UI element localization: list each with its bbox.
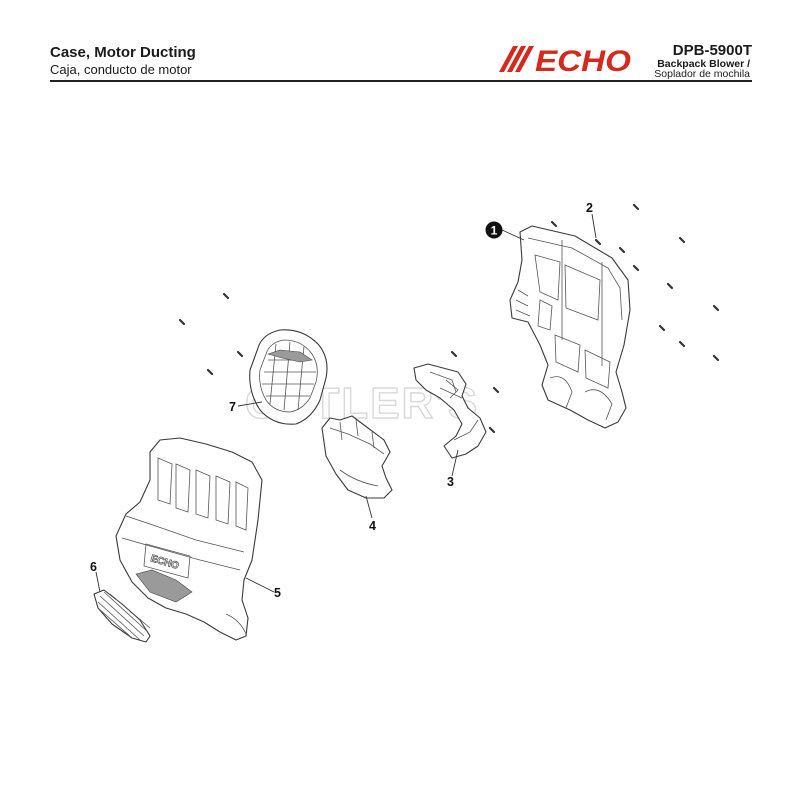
header-rule <box>50 80 752 82</box>
screw <box>594 238 602 246</box>
screw <box>488 426 496 434</box>
screw <box>678 340 686 348</box>
part-7-inlet-screen <box>249 329 328 425</box>
product-name-en: Backpack Blower / <box>657 58 750 70</box>
screw <box>632 264 640 272</box>
screw <box>178 318 186 326</box>
svg-text:1: 1 <box>491 224 498 238</box>
screw <box>666 282 674 290</box>
screw <box>632 203 640 211</box>
screw <box>712 354 720 362</box>
part-1-rear-case <box>509 225 631 429</box>
screw <box>712 304 720 312</box>
part-2-screws <box>178 203 720 434</box>
callout-7: 7 <box>229 400 236 414</box>
screw <box>222 292 230 300</box>
screw <box>678 236 686 244</box>
leader-lines <box>95 213 597 593</box>
callout-6: 6 <box>90 560 97 574</box>
model-number: DPB-5900T <box>672 42 752 59</box>
screw <box>450 350 458 358</box>
part-6-grille <box>93 589 151 643</box>
callout-5: 5 <box>274 586 281 600</box>
screw <box>550 220 558 228</box>
page-subtitle: Caja, conducto de motor <box>50 62 192 77</box>
screw <box>492 386 500 394</box>
screw <box>206 368 214 376</box>
callout-3: 3 <box>447 475 454 489</box>
part-3-duct-elbow <box>413 363 487 459</box>
page-title: Case, Motor Ducting <box>50 44 196 61</box>
echo-logo: ECHO <box>499 45 631 78</box>
callout-1: 1 <box>485 221 503 239</box>
part-4-inner-duct <box>321 415 393 499</box>
part-5-front-case: ECHO <box>115 437 263 641</box>
echo-logo-text: ECHO <box>535 45 631 78</box>
callout-2: 2 <box>586 201 593 215</box>
echo-logo-stripes <box>499 46 534 72</box>
product-name-es: Soplador de mochila <box>654 68 750 80</box>
screw <box>236 350 244 358</box>
screw <box>618 246 626 254</box>
screw <box>658 324 666 332</box>
callout-4: 4 <box>369 519 376 533</box>
